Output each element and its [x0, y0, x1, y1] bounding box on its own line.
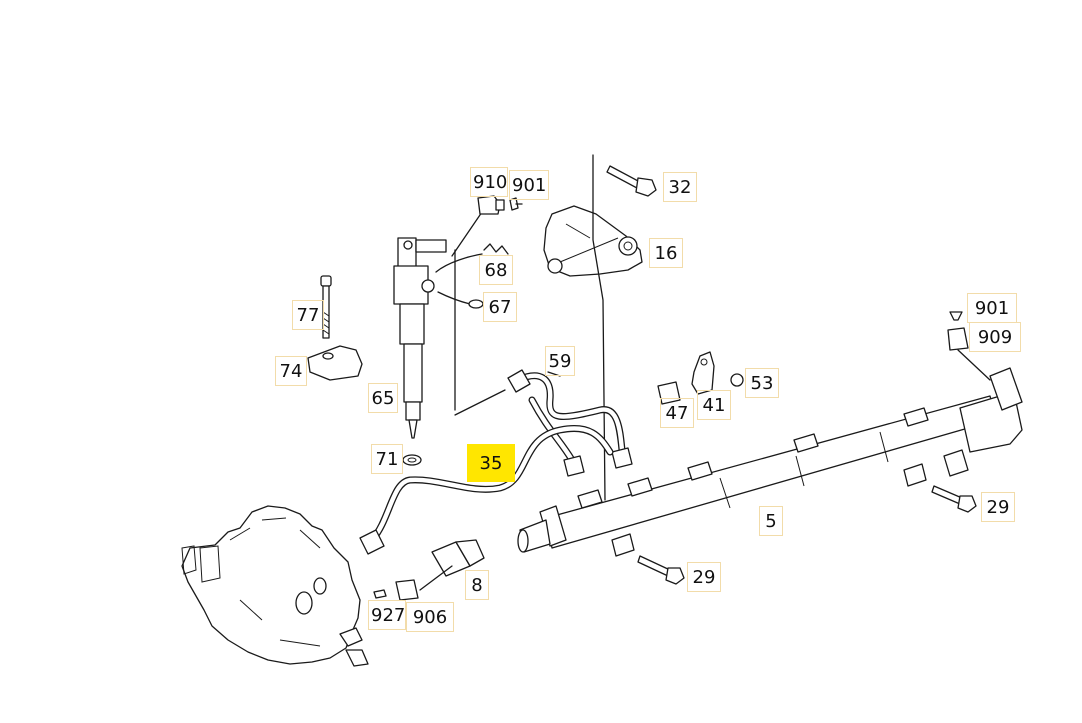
seal-ring-71[interactable] — [402, 454, 422, 466]
label-74[interactable]: 74 — [275, 356, 307, 386]
cap-901[interactable] — [949, 311, 963, 321]
label-77[interactable]: 77 — [292, 300, 324, 330]
label-901-injector[interactable]: 901 — [509, 170, 549, 200]
label-901-sensor[interactable]: 901 — [967, 293, 1017, 323]
bolt-29-bottom[interactable] — [637, 555, 685, 585]
label-71[interactable]: 71 — [371, 444, 403, 474]
high-pressure-pump[interactable] — [181, 505, 369, 667]
pin-927[interactable] — [373, 589, 387, 599]
label-8[interactable]: 8 — [465, 570, 489, 600]
label-29-bottom[interactable]: 29 — [687, 562, 721, 592]
label-35-highlighted[interactable]: 35 — [467, 444, 515, 482]
bolt-32[interactable] — [606, 165, 657, 197]
label-65[interactable]: 65 — [368, 383, 398, 413]
clamp-74[interactable] — [307, 345, 363, 381]
fuel-injector[interactable] — [393, 237, 447, 439]
label-909[interactable]: 909 — [969, 322, 1021, 352]
label-67[interactable]: 67 — [483, 292, 517, 322]
washer-67[interactable] — [468, 299, 484, 309]
label-53[interactable]: 53 — [745, 368, 779, 398]
holder-41[interactable] — [691, 351, 715, 395]
label-927[interactable]: 927 — [368, 600, 406, 630]
label-5[interactable]: 5 — [759, 506, 783, 536]
clip-68[interactable] — [483, 243, 509, 255]
nut-53[interactable] — [730, 373, 744, 387]
label-59[interactable]: 59 — [545, 346, 575, 376]
label-910[interactable]: 910 — [470, 167, 508, 197]
label-32[interactable]: 32 — [663, 172, 697, 202]
label-29-right[interactable]: 29 — [981, 492, 1015, 522]
pin-901[interactable] — [509, 197, 519, 211]
label-906[interactable]: 906 — [406, 602, 454, 632]
connector-906[interactable] — [395, 579, 419, 601]
label-16[interactable]: 16 — [649, 238, 683, 268]
pressure-pipe-35[interactable] — [359, 425, 614, 555]
temperature-sensor-8[interactable] — [431, 539, 485, 577]
bolt-29-right[interactable] — [931, 485, 977, 513]
label-41[interactable]: 41 — [697, 390, 731, 420]
connector-909[interactable] — [947, 327, 969, 351]
fuel-rail-5[interactable] — [517, 367, 1023, 557]
label-47[interactable]: 47 — [660, 398, 694, 428]
label-68[interactable]: 68 — [479, 255, 513, 285]
